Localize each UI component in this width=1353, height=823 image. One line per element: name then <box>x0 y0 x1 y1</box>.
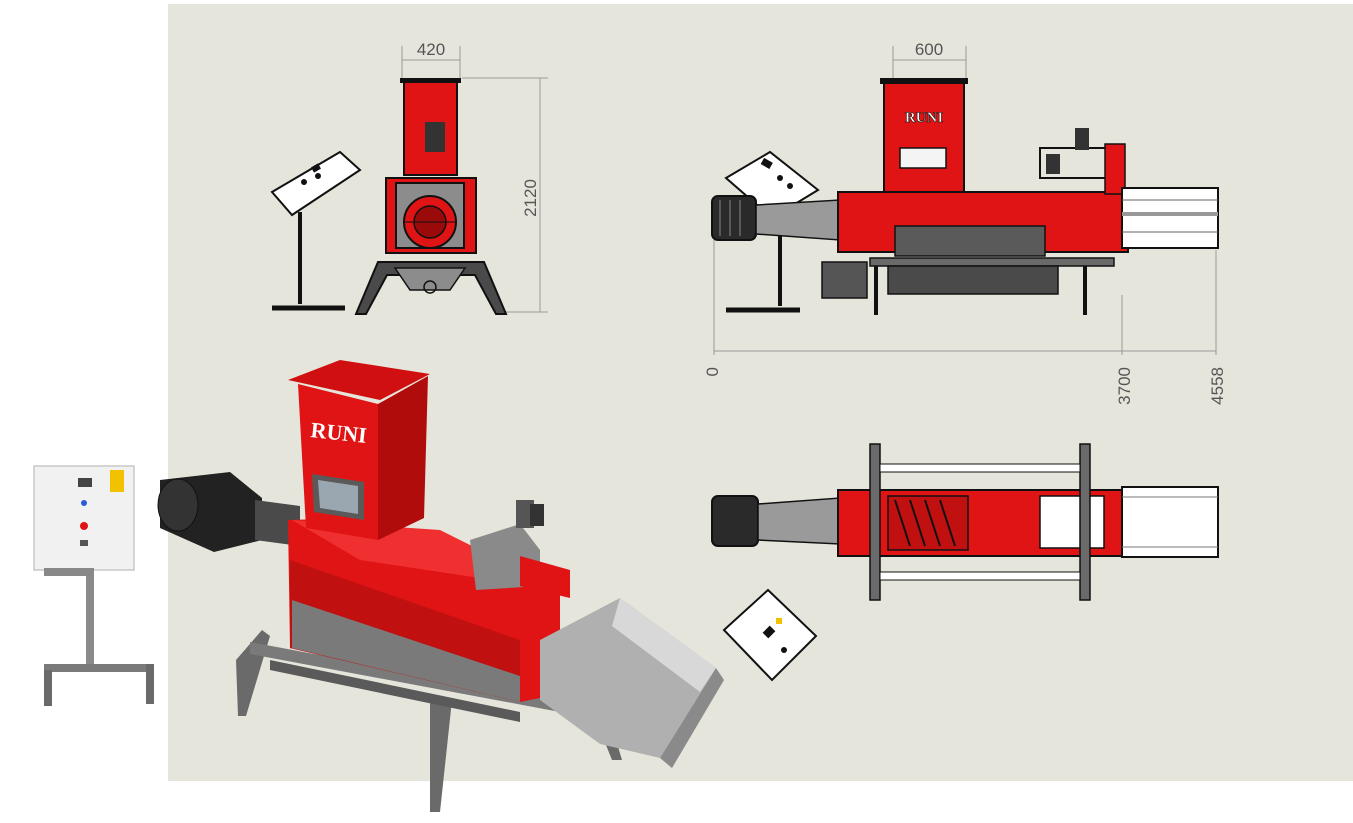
dimension-label-600: 600 <box>915 40 943 59</box>
render-hopper-top <box>288 360 430 400</box>
front-view: 420 2120 <box>270 40 548 315</box>
render-hopper <box>298 384 378 540</box>
top-view <box>711 443 1219 682</box>
render-control-cabinet <box>33 465 154 706</box>
side-view: 600 0 3700 4558 RUNI <box>703 40 1227 405</box>
dimension-length-side <box>713 240 1217 355</box>
dimension-label-2120: 2120 <box>521 179 540 217</box>
side-hopper-window <box>899 147 947 169</box>
front-control-panel <box>270 150 362 311</box>
side-frame <box>869 257 1115 267</box>
side-motor <box>711 195 757 241</box>
top-outlet-tube <box>1121 486 1219 558</box>
dimension-label-3700: 3700 <box>1115 367 1134 405</box>
side-hydraulic-unit <box>1039 128 1126 195</box>
cabinet-warning-label <box>110 470 124 492</box>
render-hydraulic-unit <box>470 500 570 598</box>
top-screw <box>887 495 969 551</box>
top-control-panel <box>722 588 818 682</box>
dimension-label-4558: 4558 <box>1208 367 1227 405</box>
dimension-label-420: 420 <box>417 40 445 59</box>
dimension-height-front <box>462 77 548 313</box>
dimension-hopper-width-front <box>401 46 461 78</box>
front-frame <box>354 261 508 315</box>
side-outlet-tube <box>1121 187 1219 249</box>
cabinet-blue-button <box>81 500 87 506</box>
side-control-panel <box>724 150 820 313</box>
render-hopper-logo: RUNI <box>310 417 369 448</box>
top-motor <box>711 495 759 547</box>
render-machine: RUNI <box>157 360 724 812</box>
side-hopper-logo: RUNI <box>905 110 943 126</box>
cabinet-display <box>78 478 92 487</box>
dimension-hopper-width-side <box>892 46 967 80</box>
top-frame <box>869 443 881 601</box>
dimension-label-0: 0 <box>703 367 722 376</box>
render-frame <box>250 642 560 712</box>
cabinet-red-button <box>80 522 88 530</box>
side-hopper <box>883 81 965 193</box>
cabinet-stand <box>86 576 94 670</box>
